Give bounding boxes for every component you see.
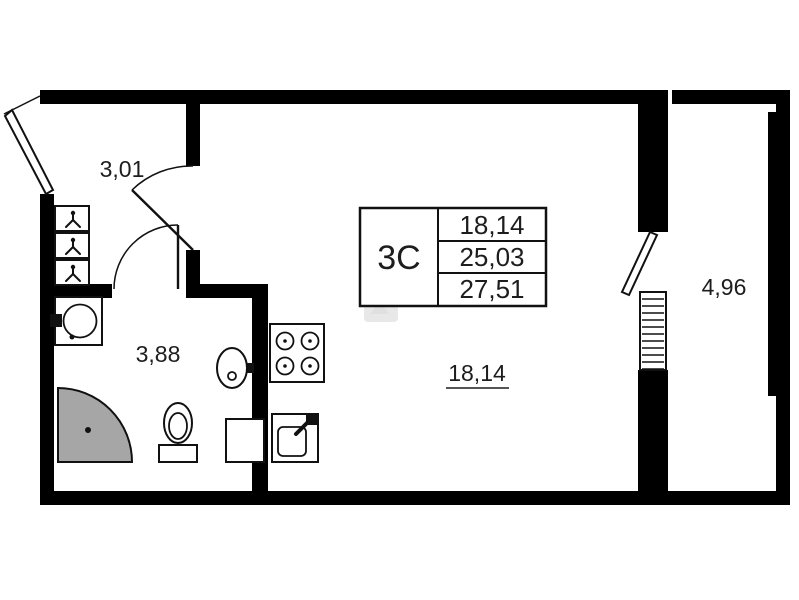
- unit-area-row-total: 25,03: [459, 242, 524, 272]
- coat-hooks-icon: [54, 205, 90, 286]
- wall-balcony-glazing: [768, 112, 790, 396]
- hallway-area-label: 3,01: [100, 156, 145, 182]
- bathroom-area-label: 3,88: [136, 341, 181, 367]
- wall-top-right: [672, 90, 790, 104]
- living-room-area-label: 18,14: [448, 360, 506, 386]
- wall-hall-partition: [186, 104, 200, 166]
- washbasin-icon: [50, 296, 103, 346]
- unit-info-table: 3С 18,14 25,03 27,51: [358, 206, 548, 308]
- hallway-door: [131, 165, 194, 251]
- entrance-door: [3, 95, 55, 196]
- stove-icon: [269, 323, 325, 383]
- wall-bathroom-top-left: [40, 284, 112, 298]
- wall-balcony-pier-bottom: [638, 370, 668, 491]
- unit-area-row-overall: 27,51: [459, 274, 524, 304]
- balcony-door: [620, 230, 659, 297]
- wall-balcony-pier-top: [638, 90, 668, 232]
- wall-bottom: [40, 491, 790, 505]
- washing-machine-icon: [225, 418, 265, 463]
- shower-icon: [57, 386, 134, 463]
- wall-top-left: [40, 90, 638, 104]
- balcony-area-label: 4,96: [702, 274, 747, 300]
- unit-area-row-living: 18,14: [459, 210, 524, 240]
- wall-left: [40, 194, 54, 505]
- bathroom-door: [113, 224, 180, 290]
- unit-type-label: 3С: [377, 239, 420, 277]
- wall-bathroom-top-right: [186, 284, 268, 298]
- toilet-icon: [158, 402, 198, 463]
- walls: [40, 90, 790, 505]
- bathroom-sink-icon: [216, 347, 254, 389]
- kitchen-sink-icon: [271, 413, 319, 463]
- balcony-window: [639, 291, 667, 371]
